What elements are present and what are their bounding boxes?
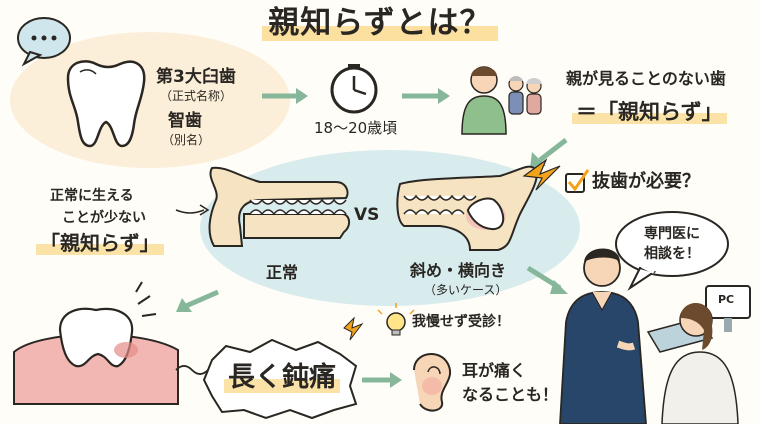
wavy-line [175, 365, 209, 375]
young-person-figure [461, 66, 507, 135]
age-label: 18〜20歳頃 [314, 119, 398, 137]
elderly-parents-figure [508, 76, 542, 115]
arrow-rare [175, 204, 210, 216]
clock-icon [330, 64, 378, 114]
checkbox-icon [565, 169, 590, 193]
arrow-3 [530, 138, 568, 168]
doctor-bubble-line-1: 専門医に [644, 226, 700, 242]
arrow-5 [526, 265, 568, 294]
vs-label: VS [354, 205, 380, 225]
alias-name: 智歯 [168, 111, 202, 131]
rare-note-line-2: ことが少ない [62, 210, 146, 226]
painful-tooth-icon [13, 281, 179, 405]
pain-label: 長く鈍痛 [224, 362, 340, 393]
official-name-note: （正式名称） [160, 89, 233, 103]
patient-figure [661, 303, 739, 424]
abnormal-note: （多いケース） [424, 283, 508, 297]
abnormal-label: 斜め・横向き [410, 261, 507, 280]
ear-line-2: なることも！ [462, 385, 559, 404]
chat-bubble-icon [17, 17, 71, 67]
arrow-2 [402, 88, 450, 104]
meaning-line-1: 親が見ることのない歯 [566, 69, 726, 88]
extraction-label: 抜歯が必要？ [592, 171, 700, 192]
monitor-label: PC [718, 293, 735, 306]
tip-label: 我慢せず受診！ [412, 314, 510, 330]
page-title: 親知らずとは？ [0, 5, 760, 42]
meaning-line-2: ＝「親知らず」 [572, 100, 727, 124]
arrow-1 [262, 88, 308, 104]
arrow-6 [362, 372, 402, 388]
impacted-jaw [396, 165, 538, 251]
normal-label: 正常 [266, 263, 299, 282]
molar-tooth-icon [66, 60, 146, 148]
official-name: 第3大臼歯 [156, 67, 236, 87]
ear-icon [413, 353, 451, 412]
monitor-icon [705, 285, 751, 332]
arrow-4 [176, 289, 220, 312]
pain-bolt-icon [522, 158, 561, 191]
normal-jaw [208, 166, 350, 247]
doctor-bubble-line-2: 相談を！ [644, 246, 700, 262]
rare-note-line-1: 正常に生える [50, 188, 134, 204]
ear-line-1: 耳が痛く [462, 361, 527, 380]
rare-note-line-3: 「親知らず」 [36, 231, 164, 255]
doctor-figure [559, 248, 647, 424]
alias-name-note: （別名） [162, 133, 211, 147]
doctor-speech-bubble [615, 211, 729, 291]
lightbulb-icon [377, 303, 415, 336]
small-bolt-icon [343, 316, 364, 341]
